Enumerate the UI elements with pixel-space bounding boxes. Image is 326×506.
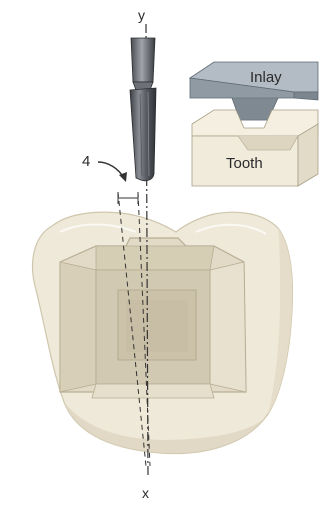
axis-top-label: y: [138, 7, 145, 23]
inset-diagram: Inlay Tooth: [190, 62, 318, 186]
cavity-step: [92, 384, 214, 398]
cavity-left-wall: [60, 262, 96, 392]
angle-marker-label: 4: [82, 153, 90, 170]
inset-inlay-label: Inlay: [250, 69, 282, 86]
inset-tooth-cavity: [238, 136, 298, 150]
angle-marker: 4: [82, 153, 127, 182]
axis-bottom-label: x: [142, 485, 149, 501]
inset-inlay-side: [294, 92, 318, 100]
bur-instrument: [130, 38, 156, 181]
cavity-right-wall: [210, 262, 246, 392]
cavity-box-floor: [126, 300, 188, 352]
tooth: [33, 212, 293, 453]
bur-head: [130, 88, 156, 181]
inset-tooth-label: Tooth: [226, 155, 263, 172]
bur-shank: [131, 38, 155, 82]
cavity-back-wall: [96, 246, 214, 270]
